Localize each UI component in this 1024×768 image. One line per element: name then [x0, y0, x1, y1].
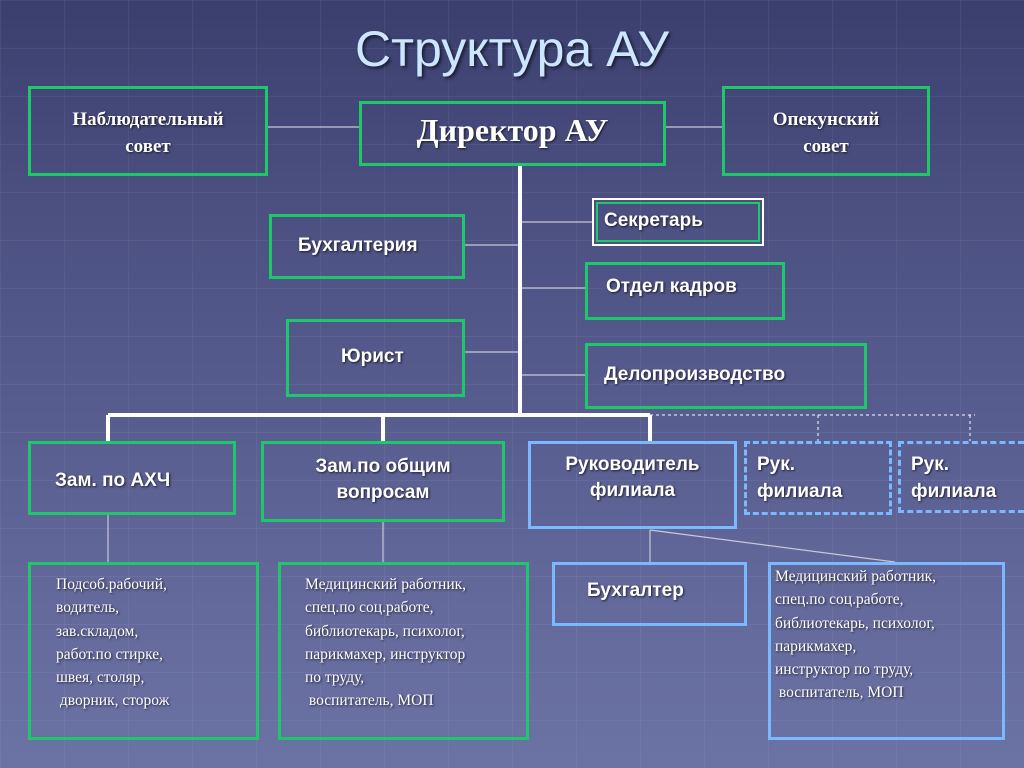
general-staff-item: парикмахер, инструктор — [305, 645, 466, 663]
records-label: Делопроизводство — [604, 364, 786, 385]
general-staff-item: по труду, — [305, 669, 365, 686]
general-staff-item: библиотекарь, психолог, — [305, 622, 465, 640]
deputy-general-box: Зам.по общим вопросам — [261, 441, 505, 522]
branch-staff-list: Медицинский работник, спец.по соц.работе… — [771, 565, 1002, 705]
director-label: Директор АУ — [416, 112, 609, 148]
branch-staff-item: инструктор по труду, — [775, 661, 914, 678]
supervisory-board-box: Наблюдательный совет — [28, 86, 268, 176]
deputy-ahch-box: Зам. по АХЧ — [28, 441, 236, 515]
ahch-staff-item: работ.по стирке, — [56, 645, 164, 663]
branch-staff-item: парикмахер, — [775, 637, 857, 655]
branch-staff-item: Медицинский работник, — [775, 568, 937, 585]
general-staff-item: Медицинский работник, — [305, 576, 467, 593]
branch-staff-item: воспитатель, МОП — [775, 684, 904, 702]
ahch-staff-item: зав.складом, — [56, 622, 139, 640]
lawyer-label: Юрист — [341, 346, 404, 367]
connector-branch-staff — [649, 529, 896, 563]
ahch-staff-item: водитель, — [56, 599, 120, 617]
secretary-label: Секретарь — [604, 210, 703, 231]
branch-staff-item: библиотекарь, психолог, — [775, 614, 935, 632]
branch-short-box-1: Рук. филиала — [744, 441, 892, 515]
secretary-box: Секретарь — [592, 198, 764, 246]
deputy-general-label: Зам.по общим вопросам — [315, 456, 451, 503]
ahch-staff-box: Подсоб.рабочий, водитель, зав.складом, р… — [28, 562, 259, 740]
general-staff-item: спец.по соц.работе, — [305, 599, 434, 617]
ahch-staff-item: дворник, сторож — [56, 692, 170, 710]
branch-staff-item: спец.по соц.работе, — [775, 591, 904, 609]
branch-head-box: Руководитель филиала — [528, 441, 737, 529]
general-staff-box: Медицинский работник, спец.по соц.работе… — [278, 562, 529, 740]
branch-short-label-2: Рук. филиала — [911, 454, 997, 502]
ahch-staff-item: швея, столяр, — [56, 669, 145, 686]
director-box: Директор АУ — [359, 101, 666, 166]
branch-head-label: Руководитель филиала — [565, 454, 700, 501]
trustee-board-label: Опекунский совет — [772, 109, 880, 157]
general-staff-item: воспитатель, МОП — [305, 692, 434, 710]
branch-staff-box: Медицинский работник, спец.по соц.работе… — [768, 562, 1005, 740]
page-title: Структура АУ — [354, 21, 669, 77]
branch-short-box-2: Рук. филиала — [898, 441, 1024, 513]
supervisory-board-label: Наблюдательный совет — [72, 109, 224, 157]
general-staff-list: Медицинский работник, спец.по соц.работе… — [281, 565, 526, 721]
hr-label: Отдел кадров — [606, 276, 737, 297]
trustee-board-box: Опекунский совет — [722, 86, 930, 176]
branch-short-label-1: Рук. филиала — [757, 454, 843, 502]
accountant-label: Бухгалтер — [587, 580, 684, 601]
secretary-inner-border — [596, 202, 760, 242]
accounting-box: Бухгалтерия — [269, 214, 465, 279]
deputy-ahch-label: Зам. по АХЧ — [55, 470, 171, 491]
accounting-label: Бухгалтерия — [298, 235, 418, 256]
hr-box: Отдел кадров — [585, 262, 785, 320]
accountant-box: Бухгалтер — [552, 562, 747, 626]
ahch-staff-list: Подсоб.рабочий, водитель, зав.складом, р… — [31, 565, 256, 721]
lawyer-box: Юрист — [286, 319, 465, 397]
records-box: Делопроизводство — [585, 343, 867, 409]
ahch-staff-item: Подсоб.рабочий, — [56, 576, 167, 593]
